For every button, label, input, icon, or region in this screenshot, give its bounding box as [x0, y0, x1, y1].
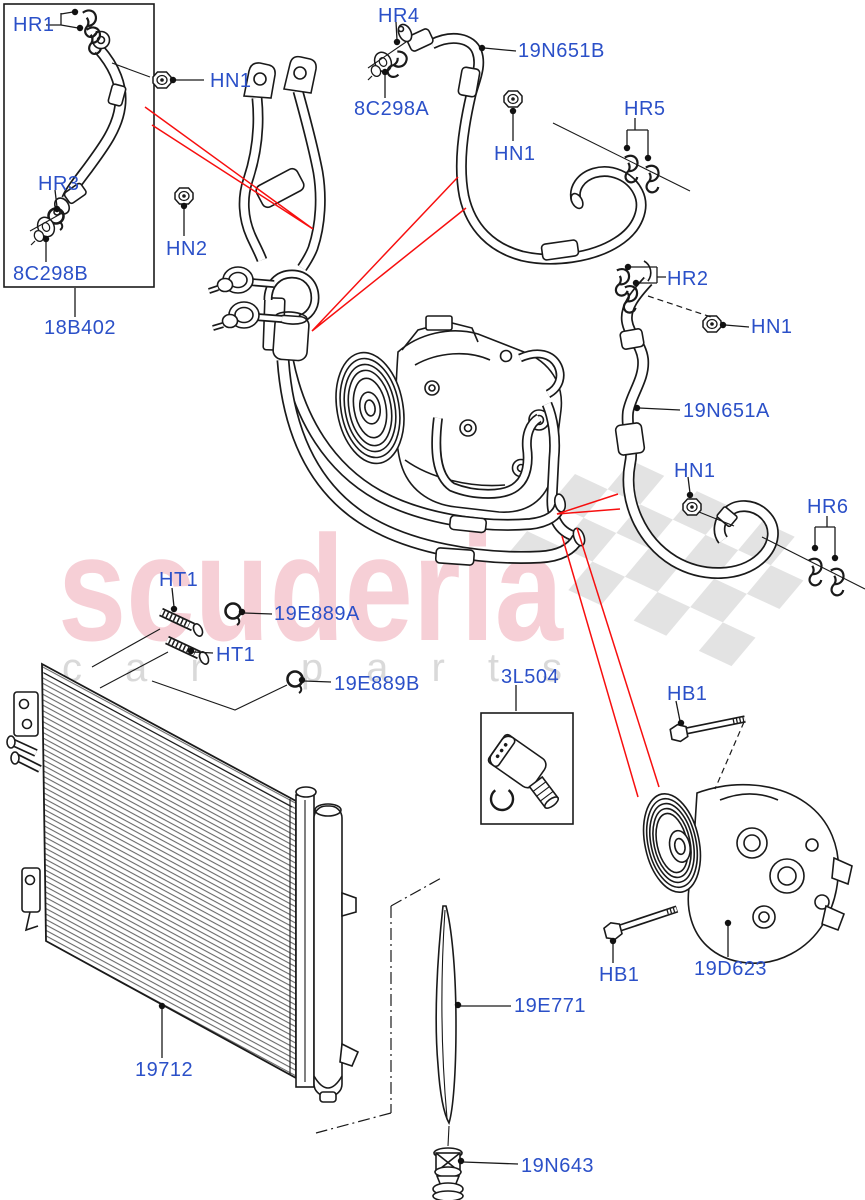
red-callout-lines	[144, 106, 660, 798]
compressor-19d623-drawing	[603, 715, 853, 964]
valve-19n643-drawing	[432, 1147, 464, 1200]
part-label-hr2: HR2	[667, 268, 709, 290]
part-label-19n643: 19N643	[521, 1155, 595, 1177]
part-label-hn1: HN1	[674, 460, 716, 482]
leader-lines	[29, 8, 865, 1165]
part-label-hr1: HR1	[13, 14, 55, 36]
part-label-hr3: HR3	[38, 173, 80, 195]
nut-hn1-right	[702, 315, 722, 333]
sensor-3l504-drawing	[480, 712, 574, 825]
part-label-18b402: 18B402	[44, 317, 116, 339]
part-label-ht1: HT1	[159, 569, 199, 591]
part-label-hb1: HB1	[667, 683, 708, 705]
nut-hn1-middle	[503, 90, 523, 108]
part-label-hn1: HN1	[210, 70, 252, 92]
hose-18b402-drawing	[3, 3, 155, 288]
part-label-8c298b: 8C298B	[13, 263, 89, 285]
part-label-3l504: 3L504	[501, 666, 560, 688]
compressor-assembly-drawing	[208, 55, 586, 566]
part-label-19e889a: 19E889A	[274, 603, 360, 625]
nut-hn1-topleft	[152, 71, 172, 89]
part-label-hn2: HN2	[166, 238, 208, 260]
part-label-hn1: HN1	[751, 316, 793, 338]
part-label-19n651b: 19N651B	[518, 40, 605, 62]
part-label-hr6: HR6	[807, 496, 849, 518]
part-label-19d623: 19D623	[694, 958, 768, 980]
part-label-hr5: HR5	[624, 98, 666, 120]
part-label-ht1: HT1	[216, 644, 256, 666]
clip-hr6-1	[803, 556, 828, 588]
part-label-8c298a: 8C298A	[354, 98, 430, 120]
nut-hn1-lower	[682, 498, 702, 516]
condenser-drawing	[6, 662, 360, 1103]
part-label-hn1: HN1	[494, 143, 536, 165]
part-label-hb1: HB1	[599, 964, 640, 986]
part-label-19712: 19712	[135, 1059, 194, 1081]
part-label-19n651a: 19N651A	[683, 400, 770, 422]
hose-19n651a-drawing	[614, 260, 779, 579]
part-label-19e889b: 19E889B	[334, 673, 420, 695]
nut-hn2	[174, 187, 194, 205]
seal-strip-19e771-drawing	[315, 876, 457, 1147]
clip-hr2-1	[611, 266, 634, 298]
part-label-19e771: 19E771	[514, 995, 586, 1017]
hose-19n651b-drawing	[367, 23, 647, 265]
part-label-hr4: HR4	[378, 5, 420, 27]
